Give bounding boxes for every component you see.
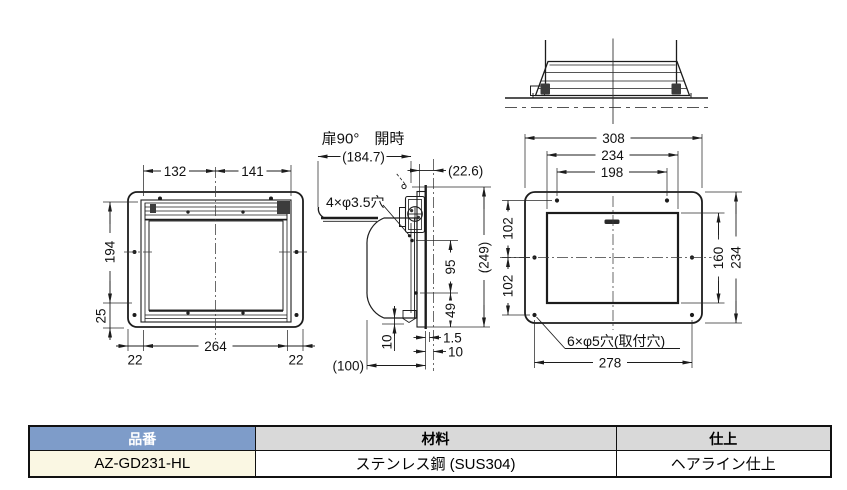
dim-308: 308 (602, 131, 625, 146)
top-view (505, 38, 708, 124)
dim-184-7: (184.7) (342, 149, 385, 164)
dim-234-right: 234 (729, 246, 744, 269)
dim-10-panel: 10 (448, 344, 463, 359)
dim-22-left: 22 (127, 353, 142, 368)
dim-141: 141 (241, 164, 264, 179)
top-profile (534, 60, 691, 97)
dim-102-lower: 102 (501, 275, 516, 298)
dim-132: 132 (164, 164, 187, 179)
hinge-hole (401, 183, 407, 190)
technical-drawing: 132 141 194 25 264 22 22 扉90° 開時 (94, 38, 744, 373)
front-view: 308 234 198 102 102 160 (500, 131, 744, 370)
hinge-assembly (395, 172, 426, 234)
dim-249: (249) (477, 242, 492, 274)
part-number-header: 品番 (28, 425, 256, 451)
latch-foot (402, 310, 417, 324)
dim-25: 25 (94, 308, 109, 323)
mounting-holes-rear (132, 196, 299, 317)
side-hole-note: 4×φ3.5穴 (326, 194, 385, 210)
dim-264: 264 (204, 339, 227, 354)
rear-view: 132 141 194 25 264 22 22 (94, 164, 315, 368)
material-cell: ステンレス鋼 (SUS304) (254, 450, 617, 478)
door-body-profile (366, 217, 418, 319)
dim-10-door: 10 (380, 334, 395, 349)
dim-234-top: 234 (601, 148, 624, 163)
mount-hole-note: 6×φ5穴(取付穴) (567, 333, 665, 349)
mounting-holes-front (532, 198, 695, 318)
side-view: 扉90° 開時 (184.7) (22.6) (317, 131, 492, 373)
dim-102-upper: 102 (501, 217, 516, 240)
dim-100: (100) (332, 358, 364, 373)
dim-95: 95 (443, 259, 458, 274)
hinge-band (144, 202, 288, 221)
material-header: 材料 (254, 425, 617, 451)
spec-header-row: 品番 材料 仕上 (28, 425, 832, 451)
latch-slot (604, 219, 620, 224)
cutout-opening (545, 211, 680, 305)
dim-22-right: 22 (288, 353, 303, 368)
door-panel (148, 220, 284, 311)
dim-278: 278 (599, 355, 622, 370)
hinge-block (277, 201, 290, 214)
dim-194: 194 (103, 240, 118, 263)
dim-49: 49 (443, 303, 458, 318)
dim-160: 160 (711, 247, 726, 270)
spec-table: 品番 材料 仕上 AZ-GD231-HL ステンレス鋼 (SUS304) ヘアラ… (28, 425, 832, 478)
dim-1-5: 1.5 (443, 330, 462, 345)
finish-header: 仕上 (615, 425, 832, 451)
finish-cell: ヘアライン仕上 (615, 450, 832, 478)
hinge-pivot (407, 206, 423, 222)
dim-22-6: (22.6) (448, 163, 483, 178)
side-view-title: 扉90° 開時 (322, 131, 405, 148)
dim-198: 198 (601, 165, 624, 180)
part-number-cell: AZ-GD231-HL (28, 450, 256, 478)
spec-value-row: AZ-GD231-HL ステンレス鋼 (SUS304) ヘアライン仕上 (28, 450, 832, 478)
